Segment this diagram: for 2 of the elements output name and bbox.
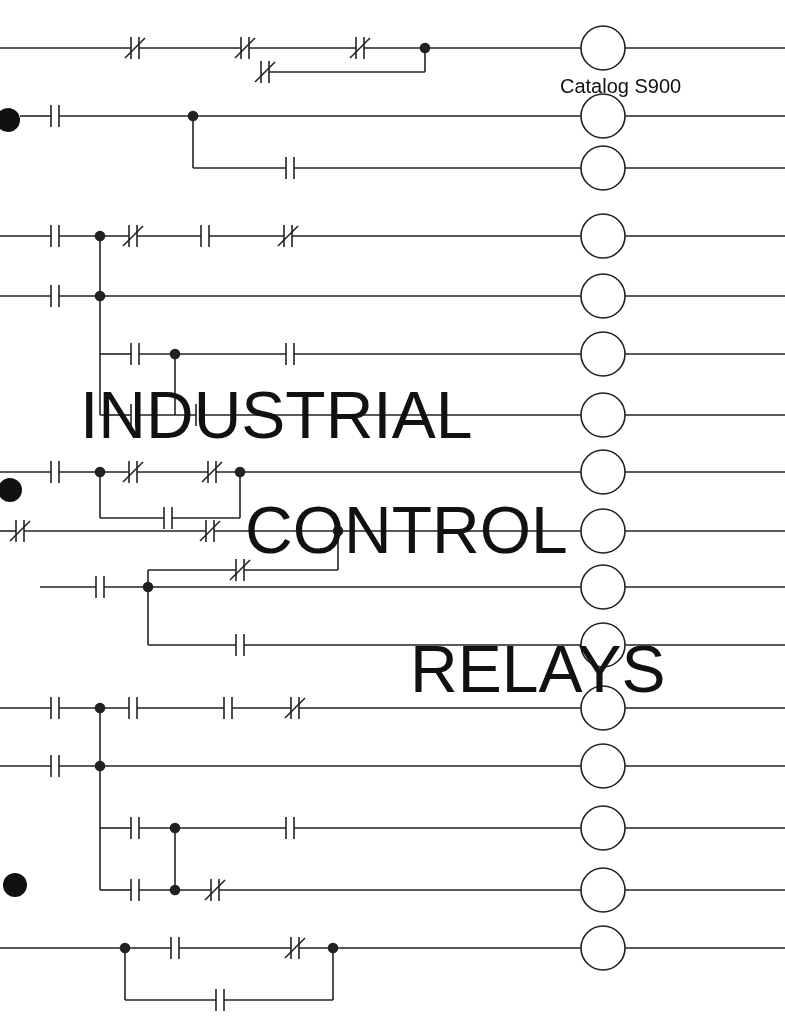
catalog-number: Catalog S900 [560, 76, 682, 96]
title-text: RELAYS [410, 636, 666, 702]
